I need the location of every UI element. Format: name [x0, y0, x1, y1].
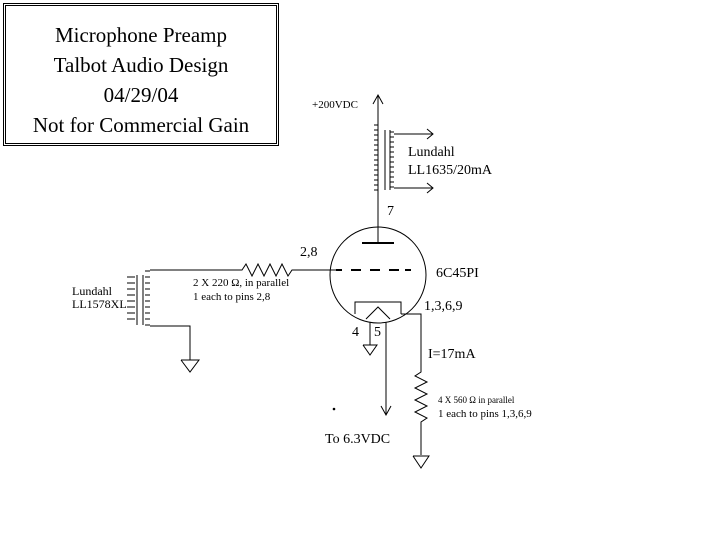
tube-6c45pi: [329, 226, 427, 324]
title-date: 04/29/04: [103, 83, 179, 107]
plate-pin-label: 7: [387, 204, 394, 219]
cathode-resistor: [401, 313, 429, 455]
cathode-resistor-note: 1 each to pins 1,3,6,9: [438, 408, 532, 420]
cathode-resistor-value: 4 X 560 Ω in parallel: [438, 395, 515, 405]
title-line-2: Talbot Audio Design: [53, 53, 229, 77]
output-transformer-model: LL1635/20mA: [408, 163, 492, 178]
heater-supply-arrow: [380, 322, 392, 417]
input-transformer-model: LL1578XL: [72, 297, 127, 311]
heater-supply-label: To 6.3VDC: [325, 432, 391, 447]
heater-pin-4-label: 4: [352, 325, 359, 340]
grid-resistor: [150, 262, 336, 278]
input-ground: [180, 359, 200, 373]
supply-arrow: [372, 93, 384, 200]
stray-dot: [332, 407, 336, 411]
input-transformer: [127, 270, 191, 360]
tube-type-label: 6C45PI: [436, 266, 479, 281]
supply-label: +200VDC: [312, 99, 358, 111]
title-line-1: Microphone Preamp: [54, 23, 228, 47]
cathode-pins-label: 1,3,6,9: [424, 299, 463, 314]
heater-pin-5-label: 5: [374, 325, 381, 340]
grid-resistor-value: 2 X 220 Ω, in parallel: [193, 277, 290, 289]
title-line-4: Not for Commercial Gain: [32, 113, 250, 137]
grid-pins-label: 2,8: [300, 245, 318, 260]
output-transformer-brand: Lundahl: [408, 145, 455, 160]
cathode-current-label: I=17mA: [428, 347, 476, 362]
cathode-ground: [412, 455, 430, 469]
grid-resistor-note: 1 each to pins 2,8: [193, 291, 271, 303]
title-block: Microphone Preamp Talbot Audio Design 04…: [3, 3, 279, 146]
output-transformer: [374, 124, 434, 194]
input-transformer-brand: Lundahl: [72, 284, 112, 298]
heater-ground: [362, 322, 378, 356]
